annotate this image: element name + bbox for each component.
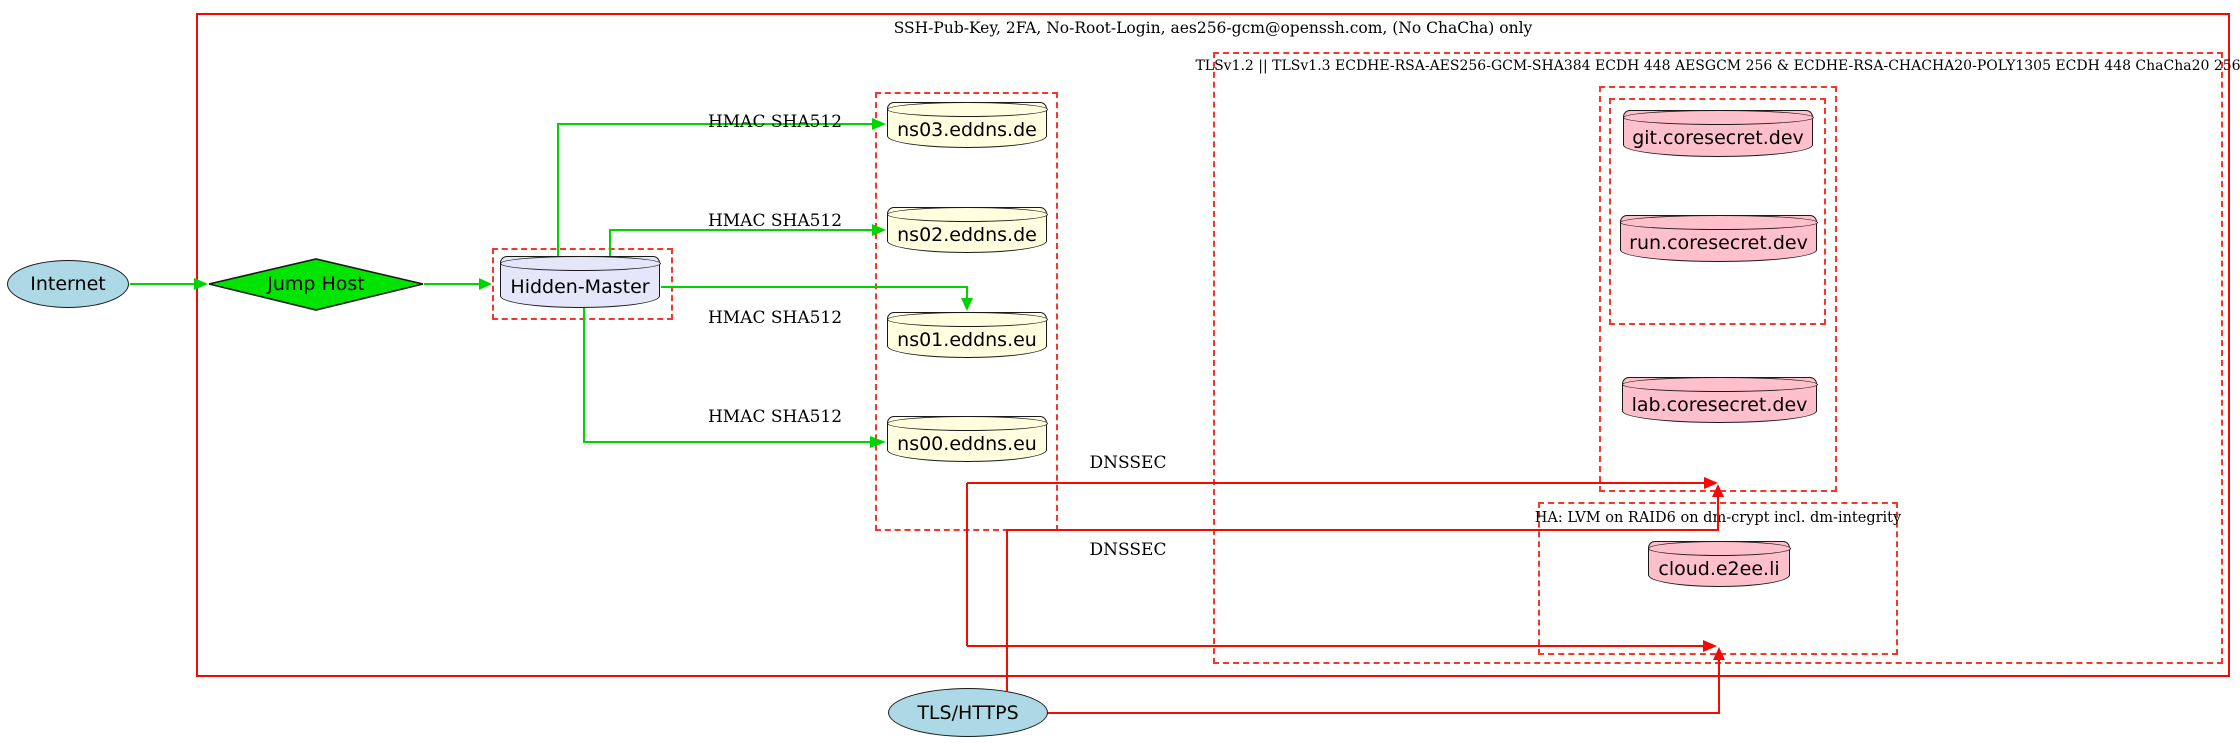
node-run-label: run.coresecret.dev — [1629, 232, 1808, 254]
edge-label-hmac-ns01: HMAC SHA512 — [707, 308, 843, 328]
node-hidden-master-label: Hidden-Master — [510, 275, 650, 298]
cluster-coresecret-inner-box — [1609, 98, 1826, 325]
cluster-ssh-policy-label: SSH-Pub-Key, 2FA, No-Root-Login, aes256-… — [893, 19, 1533, 37]
edge-label-hmac-ns03: HMAC SHA512 — [707, 112, 843, 132]
edge-label-hmac-ns00: HMAC SHA512 — [707, 407, 843, 427]
edge-label-dnssec-bottom: DNSSEC — [1089, 540, 1167, 560]
node-internet-label: Internet — [30, 273, 106, 295]
node-ns03-label: ns03.eddns.de — [897, 118, 1037, 141]
node-cloud: cloud.e2ee.li — [1647, 540, 1791, 587]
node-cloud-label: cloud.e2ee.li — [1658, 557, 1780, 580]
node-tls-https: TLS/HTTPS — [888, 688, 1048, 737]
node-ns02-label: ns02.eddns.de — [897, 223, 1037, 246]
node-tls-https-label: TLS/HTTPS — [917, 701, 1019, 724]
node-jump-host-label: Jump Host — [267, 273, 365, 295]
edge-label-hmac-ns02: HMAC SHA512 — [707, 211, 843, 231]
node-ns01-label: ns01.eddns.eu — [897, 328, 1037, 351]
node-ns00-label: ns00.eddns.eu — [897, 432, 1037, 455]
node-ns02: ns02.eddns.de — [886, 206, 1048, 253]
cluster-ha-storage-label: HA: LVM on RAID6 on dm-crypt incl. dm-in… — [1534, 510, 1902, 526]
cluster-tls-policy-label: TLSv1.2 || TLSv1.3 ECDHE-RSA-AES256-GCM-… — [1195, 58, 2240, 74]
jump-host-diamond-shape — [208, 258, 424, 311]
node-ns03: ns03.eddns.de — [886, 101, 1048, 148]
edge-label-dnssec-top: DNSSEC — [1089, 453, 1167, 473]
node-ns01: ns01.eddns.eu — [886, 311, 1048, 358]
node-ns00: ns00.eddns.eu — [886, 415, 1048, 462]
node-hidden-master: Hidden-Master — [499, 255, 661, 308]
node-jump-host — [208, 258, 424, 311]
node-run: run.coresecret.dev — [1619, 214, 1818, 262]
node-git: git.coresecret.dev — [1622, 109, 1814, 157]
node-lab-label: lab.coresecret.dev — [1631, 393, 1808, 416]
node-lab: lab.coresecret.dev — [1621, 376, 1818, 423]
node-git-label: git.coresecret.dev — [1632, 127, 1804, 149]
node-internet: Internet — [7, 260, 129, 308]
